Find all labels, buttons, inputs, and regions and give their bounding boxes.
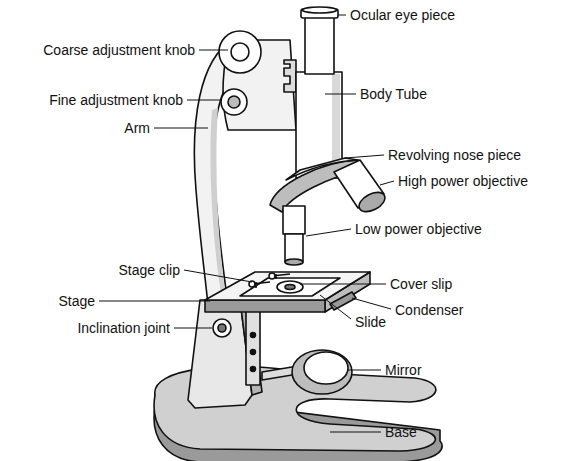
slide [240, 278, 340, 296]
objective-lens [285, 259, 303, 265]
part-label: Base [385, 424, 417, 440]
leader-line [348, 370, 381, 371]
part-label: Stage [58, 293, 95, 309]
leader-line [306, 229, 351, 236]
part-label: Arm [124, 120, 150, 136]
eyepiece-lens [303, 7, 337, 13]
pillar-side [240, 300, 262, 395]
leader-line [174, 328, 212, 329]
leader-line [199, 50, 228, 51]
leader-line [187, 100, 222, 101]
arm-shade [210, 108, 226, 300]
part-label: Fine adjustment knob [49, 92, 183, 108]
eyepiece [305, 14, 334, 74]
mirror-rim [292, 350, 352, 394]
condenser [330, 292, 356, 310]
rack [284, 60, 296, 92]
fine-knob [221, 89, 247, 115]
stage-front [205, 300, 325, 312]
leader-line [184, 270, 252, 282]
leader-line [325, 94, 356, 95]
leader-line [320, 295, 351, 319]
part-label: Slide [355, 314, 386, 330]
part-label: Mirror [385, 362, 422, 378]
post-dot [251, 367, 256, 372]
condenser-post [246, 310, 260, 385]
leader-line [380, 181, 394, 185]
coarse-knob [219, 31, 261, 73]
leader-line [300, 284, 386, 285]
part-label: Coarse adjustment knob [43, 42, 195, 58]
part-label: Low power objective [355, 221, 482, 237]
part-label: High power objective [398, 173, 528, 189]
leader-line [99, 301, 210, 302]
post-dot [251, 350, 256, 355]
part-label: Revolving nose piece [388, 147, 521, 163]
leader-line [330, 432, 381, 433]
part-label: Ocular eye piece [350, 7, 455, 23]
joint-pin [218, 324, 226, 332]
coarse-knob-hub [231, 43, 249, 61]
low-power-objective [283, 206, 305, 234]
leader-line [154, 128, 208, 129]
objective-lens [356, 188, 388, 215]
inclination-joint [213, 319, 231, 337]
leader-line [345, 155, 384, 158]
part-label: Inclination joint [77, 320, 170, 336]
leader-lines [99, 15, 394, 432]
fine-knob-hub [228, 96, 240, 108]
part-label: Cover slip [390, 276, 452, 292]
part-label: Stage clip [119, 262, 180, 278]
part-label: Condenser [395, 302, 464, 318]
leader-line [338, 15, 346, 16]
mirror [304, 352, 348, 384]
part-label: Body Tube [360, 86, 427, 102]
post-dot [251, 333, 256, 338]
low-power-barrel [285, 234, 303, 262]
leader-line [352, 298, 391, 309]
cover-slip [277, 281, 303, 293]
clip-screw [269, 273, 275, 279]
specimen [285, 285, 295, 290]
